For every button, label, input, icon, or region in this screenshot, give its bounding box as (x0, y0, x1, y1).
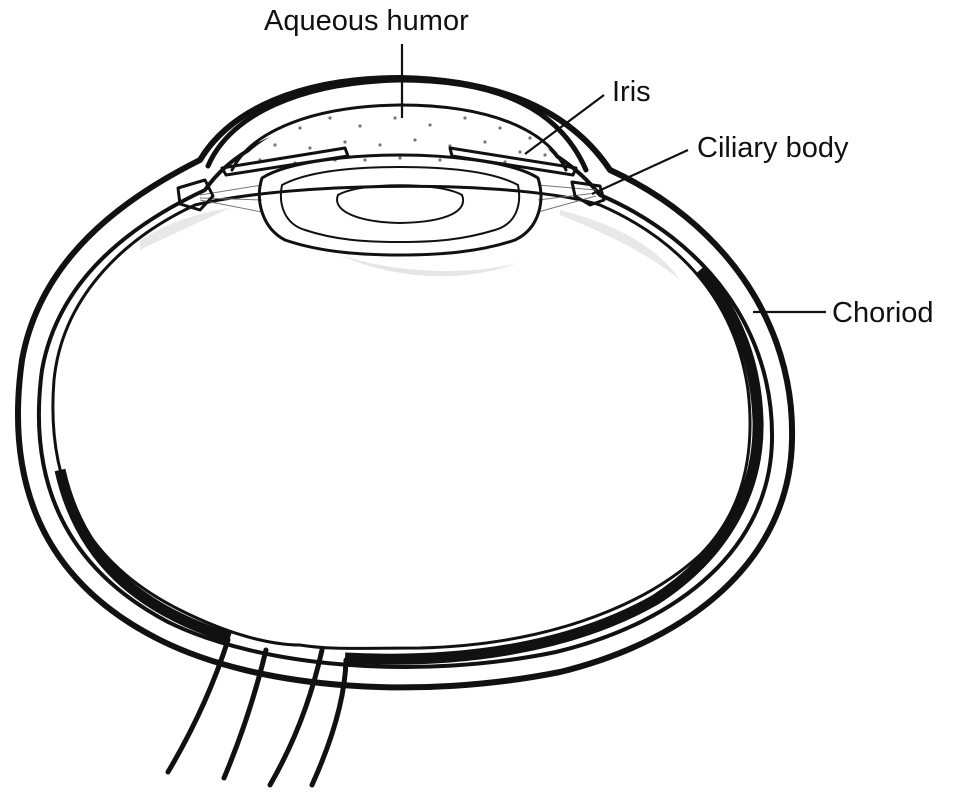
choroid-layer-right (345, 270, 758, 659)
lens-inner-ring (281, 167, 519, 242)
label-aqueous-humor: Aqueous humor (264, 5, 469, 37)
label-choroid: Choriod (832, 297, 934, 329)
label-iris: Iris (612, 76, 651, 108)
vitreous-highlight-right (560, 210, 680, 280)
vitreous-highlight (340, 255, 520, 276)
label-ciliary-body: Ciliary body (697, 132, 849, 164)
lens-nucleus (337, 185, 463, 223)
lens (259, 155, 540, 255)
